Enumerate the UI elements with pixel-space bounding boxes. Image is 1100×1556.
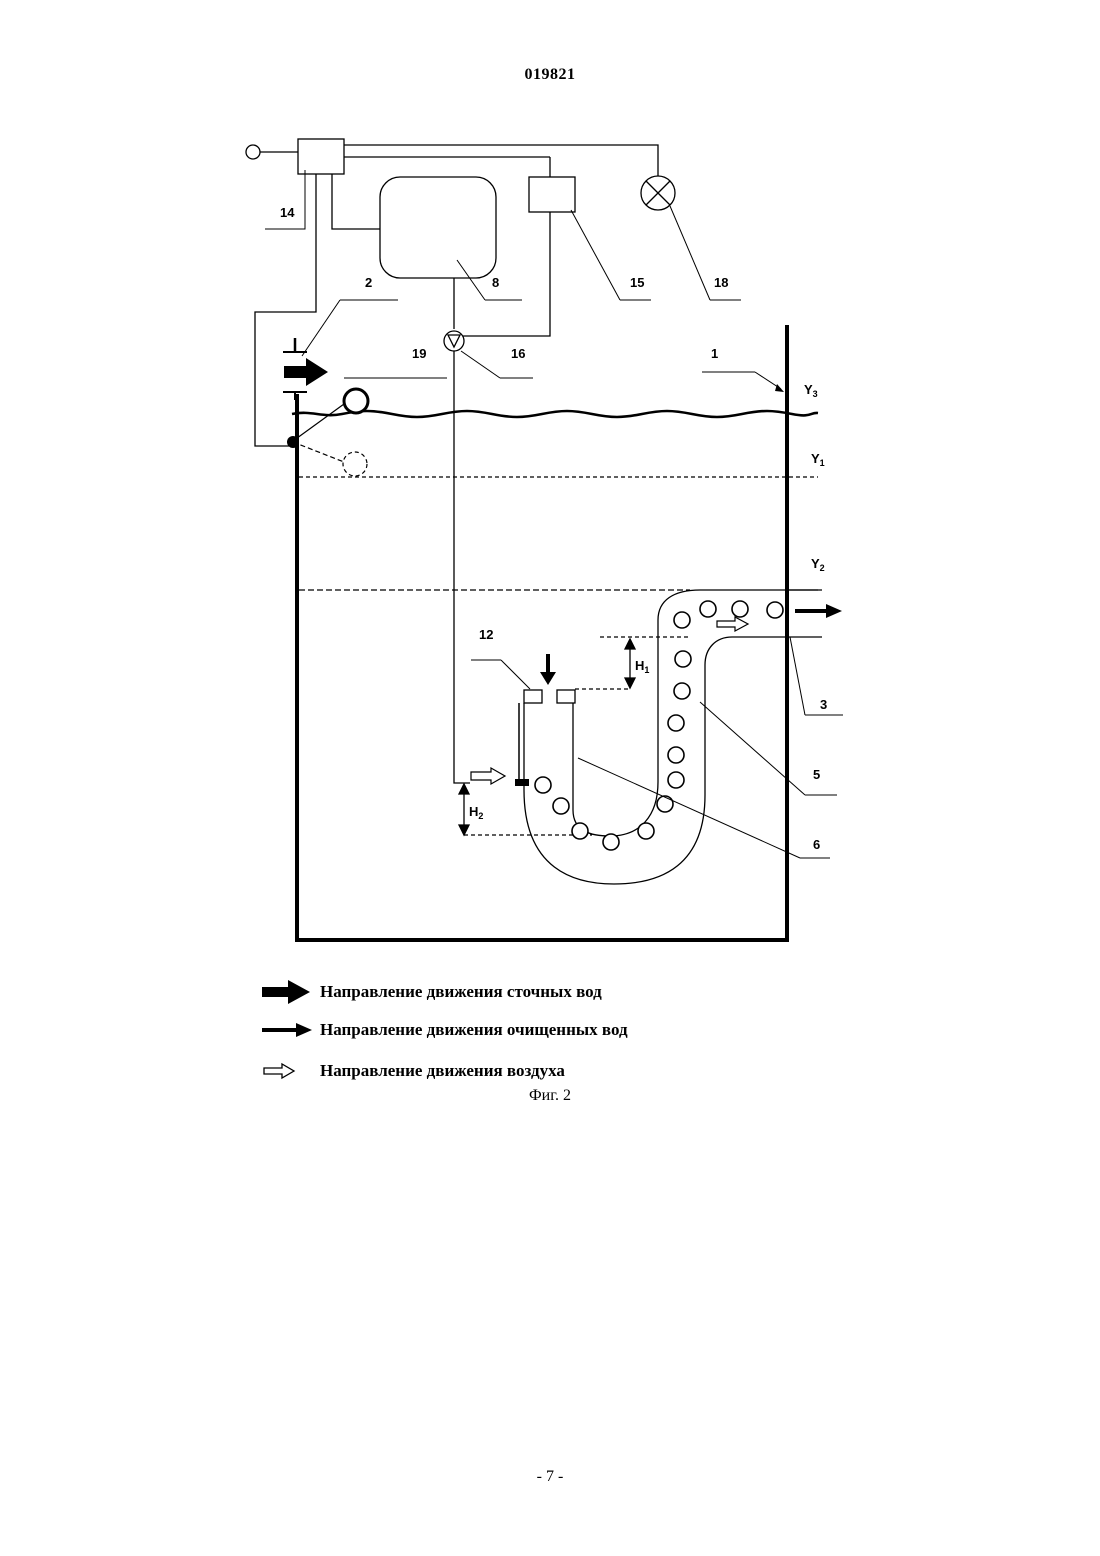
air-flow-arrow-icon <box>471 768 505 784</box>
label-3: 3 <box>820 697 827 712</box>
control-wiring <box>246 139 675 783</box>
air-bubble <box>668 715 684 731</box>
air-flow-arrow-icon <box>717 617 748 631</box>
label-y3: Y3 <box>804 382 818 399</box>
label-14: 14 <box>280 205 295 220</box>
float-lower-position-icon <box>343 452 367 476</box>
water-surface <box>292 411 818 417</box>
label-18: 18 <box>714 275 728 290</box>
tank-8 <box>380 177 496 278</box>
control-unit-14 <box>298 139 344 174</box>
label-16: 16 <box>511 346 525 361</box>
float-19-icon <box>344 389 368 413</box>
legend-wastewater: Направление движения сточных вод <box>262 980 602 1004</box>
air-bubble <box>638 823 654 839</box>
air-bubble <box>700 601 716 617</box>
legend-treated-water: Направление движения очищенных вод <box>262 1018 628 1042</box>
label-h2: H2 <box>469 804 483 821</box>
label-y1: Y1 <box>811 451 825 468</box>
treated-water-outlet-arrow-icon <box>826 604 842 618</box>
label-h1: H1 <box>635 658 649 675</box>
air-bubble <box>572 823 588 839</box>
page-number: - 7 - <box>0 1468 1100 1486</box>
figure-caption: Фиг. 2 <box>0 1087 1100 1105</box>
label-y2: Y2 <box>811 556 825 573</box>
dimension-h1 <box>625 639 635 688</box>
air-bubble <box>668 747 684 763</box>
thin-black-arrow-icon <box>262 1018 314 1042</box>
inlet-cap-12-right <box>557 690 575 703</box>
air-bubble <box>674 683 690 699</box>
wastewater-inlet-arrow-icon <box>284 358 328 386</box>
label-12: 12 <box>479 627 493 642</box>
treatment-tank-diagram: 14 2 8 15 18 19 16 1 Y3 Y1 Y2 12 H1 H2 3… <box>0 0 1100 960</box>
block-15 <box>529 177 575 212</box>
legend-label: Направление движения очищенных вод <box>320 1020 628 1040</box>
power-terminal-icon <box>246 145 260 159</box>
label-5: 5 <box>813 767 820 782</box>
air-nozzle-icon <box>515 779 529 786</box>
air-bubble <box>668 772 684 788</box>
legend-air: Направление движения воздуха <box>262 1059 565 1083</box>
u-pipe-5 <box>524 590 822 884</box>
air-bubble <box>675 651 691 667</box>
air-bubbles <box>535 601 783 850</box>
dimension-h2 <box>459 784 469 835</box>
air-bubble <box>674 612 690 628</box>
legend-label: Направление движения воздуха <box>320 1061 565 1081</box>
label-2: 2 <box>365 275 372 290</box>
label-15: 15 <box>630 275 644 290</box>
air-bubble <box>767 602 783 618</box>
label-8: 8 <box>492 275 499 290</box>
air-bubble <box>553 798 569 814</box>
legend-label: Направление движения сточных вод <box>320 982 602 1002</box>
thick-black-arrow-icon <box>262 980 314 1004</box>
label-1: 1 <box>711 346 718 361</box>
hollow-arrow-icon <box>262 1059 314 1083</box>
downward-flow-arrow-icon <box>540 672 556 685</box>
label-6: 6 <box>813 837 820 852</box>
air-bubble <box>657 796 673 812</box>
inlet-cap-12 <box>524 690 542 703</box>
air-bubble <box>535 777 551 793</box>
air-bubble <box>732 601 748 617</box>
label-19: 19 <box>412 346 426 361</box>
leader-lines <box>265 170 843 858</box>
air-bubble <box>603 834 619 850</box>
